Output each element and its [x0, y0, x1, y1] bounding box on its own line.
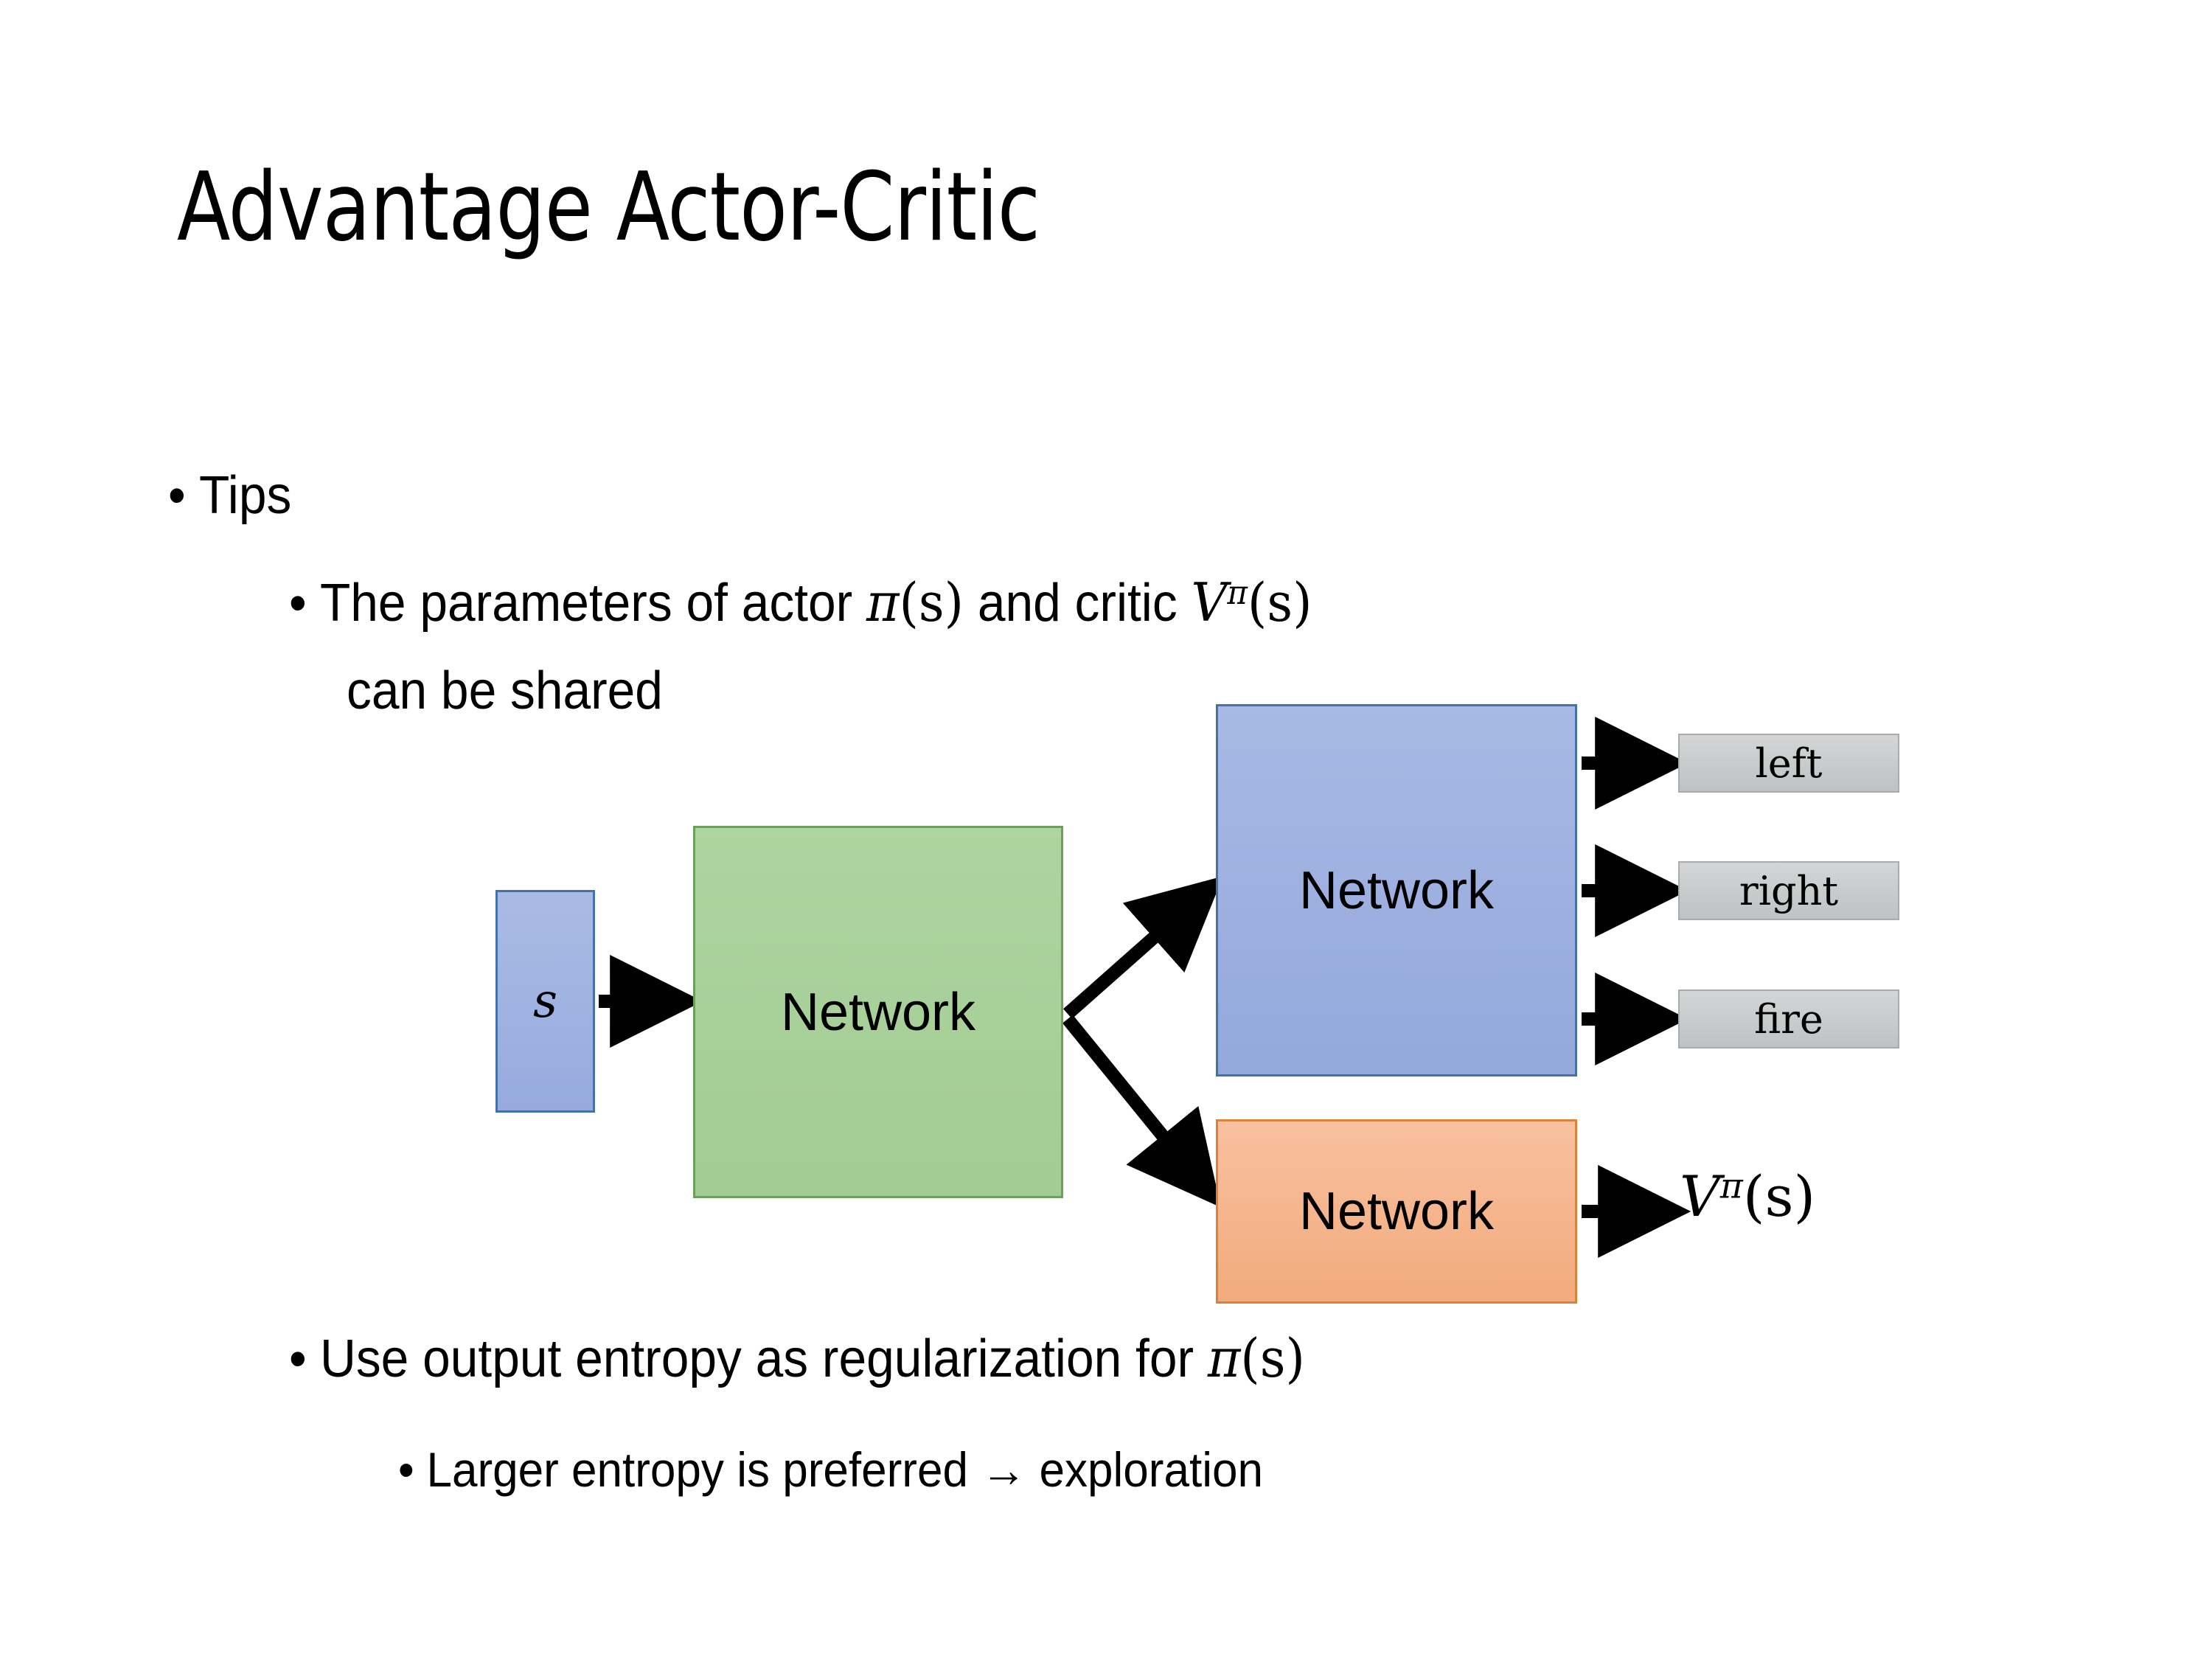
math-critic-args: (s)	[1247, 571, 1312, 633]
bullet-larger-entropy-label: Larger entropy is preferred → exploratio…	[426, 1442, 1263, 1497]
math-pi-actor: π	[866, 571, 900, 633]
value-output-label: Vπ(s)	[1680, 1164, 1815, 1229]
state-input-box: s	[495, 890, 595, 1113]
actor-network-box: Network	[1216, 704, 1577, 1077]
bullet-shared-parameters: The parameters of actor π(s) and critic …	[289, 571, 1312, 635]
math-pi-superscript-value: π	[1719, 1166, 1743, 1207]
arrow-shared-to-critic	[1062, 1015, 1221, 1208]
page-title: Advantage Actor-Critic	[177, 153, 1040, 262]
bullet-entropy-text: Use output entropy as regularization for	[319, 1329, 1208, 1388]
bullet-tips: Tips	[168, 465, 291, 527]
actor-network-label: Network	[1298, 860, 1495, 920]
bullet-tips-label: Tips	[198, 466, 292, 525]
shared-network-box: Network	[693, 826, 1063, 1198]
bullet-marker	[398, 1441, 426, 1499]
math-V-value: V	[1680, 1164, 1720, 1229]
critic-network-label: Network	[1298, 1182, 1495, 1241]
bullet-params-text-pre: The parameters of actor	[319, 574, 866, 633]
arrow-shared-to-actor	[1063, 876, 1223, 1019]
state-input-label: s	[533, 974, 557, 1029]
math-V-critic: V	[1191, 571, 1228, 633]
action-output-left-label: left	[1755, 740, 1823, 787]
bullet-params-text-mid: and critic	[964, 574, 1192, 633]
action-output-right: right	[1678, 861, 1899, 920]
critic-network-box: Network	[1216, 1119, 1577, 1304]
action-output-left: left	[1678, 734, 1899, 793]
action-output-right-label: right	[1739, 867, 1839, 914]
action-output-fire: fire	[1678, 990, 1899, 1048]
math-pi-superscript: π	[1227, 573, 1248, 612]
bullet-shared-parameters-line2: can be shared	[347, 661, 663, 720]
math-pi-entropy: π	[1207, 1327, 1241, 1389]
bullet-entropy-regularization: Use output entropy as regularization for…	[289, 1327, 1305, 1391]
shared-network-label: Network	[780, 982, 976, 1042]
bullet-larger-entropy: Larger entropy is preferred → exploratio…	[398, 1441, 1263, 1499]
bullet-marker	[289, 1328, 320, 1391]
action-output-fire-label: fire	[1754, 995, 1823, 1043]
math-entropy-args: (s)	[1240, 1327, 1305, 1389]
math-actor-args: (s)	[899, 571, 964, 633]
math-value-args: (s)	[1742, 1164, 1816, 1229]
